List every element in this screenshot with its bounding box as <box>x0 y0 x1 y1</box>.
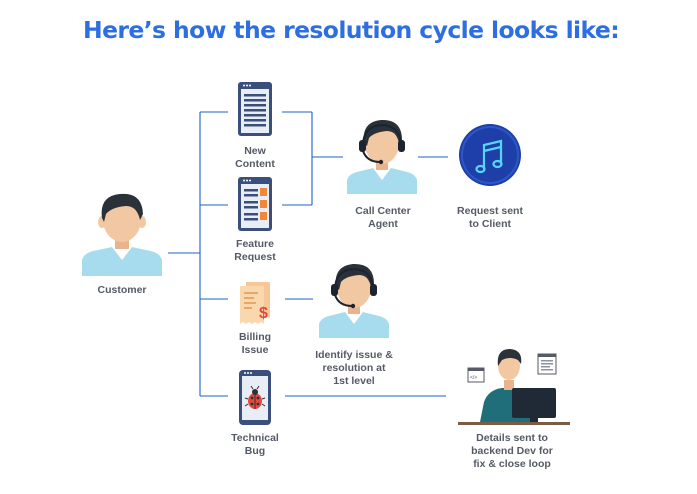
feature-document-icon <box>238 177 272 231</box>
label-details-sent: Details sent to backend Dev for fix & cl… <box>471 432 553 470</box>
label-billing-issue: Billing Issue <box>238 331 272 356</box>
label-new-content: New Content <box>235 145 275 170</box>
music-note-icon <box>459 124 521 186</box>
phone-bug-icon <box>239 370 271 425</box>
label-request-sent: Request sent to Client <box>457 205 523 230</box>
label-technical-bug: Technical Bug <box>231 432 279 457</box>
customer-avatar <box>82 193 162 276</box>
label-feature-request: Feature Request <box>234 238 276 263</box>
first-level-agent-avatar <box>319 263 389 338</box>
connectors <box>168 111 448 397</box>
svg-text:</>: </> <box>470 375 477 381</box>
bill-icon: $ <box>240 282 270 324</box>
page-title: Here’s how the resolution cycle looks li… <box>83 16 620 44</box>
svg-text:$: $ <box>259 305 268 322</box>
developer-desk-icon: </> <box>458 349 570 425</box>
document-icon <box>238 82 272 136</box>
label-customer: Customer <box>97 284 147 296</box>
label-call-center-agent: Call Center Agent <box>355 205 411 230</box>
agent-headset-avatar <box>347 119 417 194</box>
label-identify-issue: Identify issue & resolution at 1st level <box>315 349 393 387</box>
